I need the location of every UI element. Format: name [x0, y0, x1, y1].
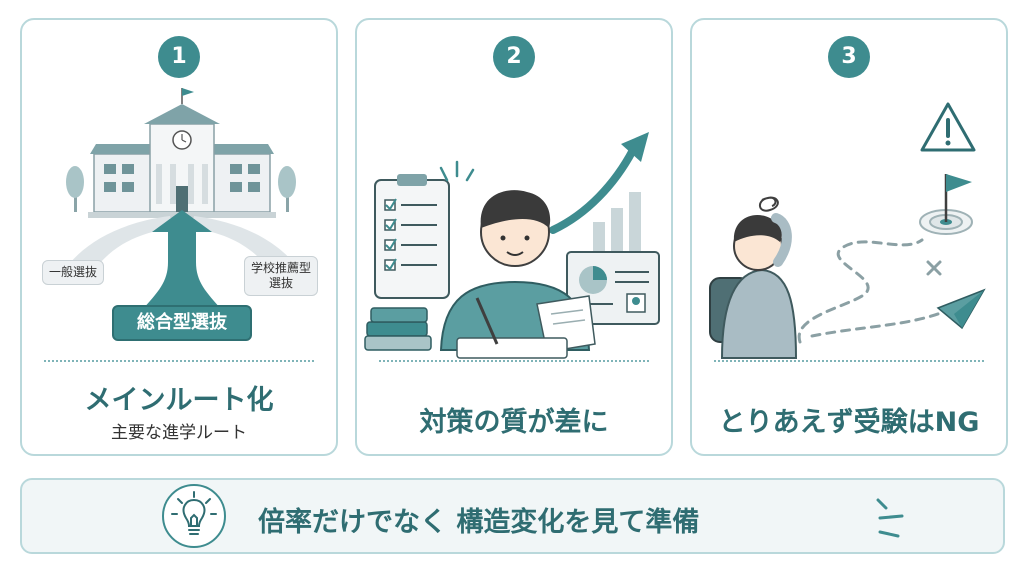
summary-banner: 倍率だけでなく 構造変化を見て準備	[20, 478, 1005, 554]
school-recommendation-label: 学校推薦型 選抜	[244, 256, 319, 296]
student-studying-illustration	[364, 132, 660, 359]
student-icon	[439, 190, 596, 359]
books-icon	[364, 307, 432, 351]
step-number-badge: 1	[158, 36, 200, 78]
target-flag-icon	[919, 174, 973, 235]
comprehensive-selection-label: 総合型選抜	[112, 305, 252, 341]
tree-icon	[66, 166, 84, 212]
divider	[714, 360, 984, 362]
divider	[44, 360, 314, 362]
card-main-route: 1	[20, 18, 338, 456]
card-subheading: 主要な進学ルート	[111, 423, 247, 443]
x-mark-icon	[926, 260, 942, 276]
card-preparation-quality: 2	[355, 18, 673, 456]
paper-plane-icon	[936, 288, 986, 330]
step-number-badge: 2	[493, 36, 535, 78]
school-building-icon	[88, 88, 276, 218]
warning-icon	[920, 102, 976, 152]
lightbulb-icon	[171, 491, 217, 535]
step-number-badge: 3	[828, 36, 870, 78]
growth-chart-icon	[549, 132, 649, 258]
confused-student-icon	[709, 213, 798, 359]
confused-swirl-icon	[759, 196, 779, 212]
confused-student-illustration	[709, 102, 986, 359]
card-heading: とりあえず受験はNG	[718, 407, 980, 438]
banner-text: 倍率だけでなく 構造変化を見て準備	[258, 507, 700, 538]
sparkle-icon	[439, 160, 475, 182]
checklist-clipboard-icon	[374, 174, 450, 299]
general-selection-label: 一般選抜	[42, 260, 105, 285]
divider	[379, 360, 649, 362]
card-heading: 対策の質が差に	[419, 407, 609, 438]
emphasis-lines-icon	[876, 498, 904, 538]
main-route-arrow	[152, 210, 212, 304]
bulb-circle	[162, 484, 226, 548]
wandering-path	[797, 238, 924, 344]
tree-icon	[278, 166, 296, 212]
card-heading: メインルート化	[84, 385, 274, 416]
card-no-casual-exam: 3	[690, 18, 1008, 456]
